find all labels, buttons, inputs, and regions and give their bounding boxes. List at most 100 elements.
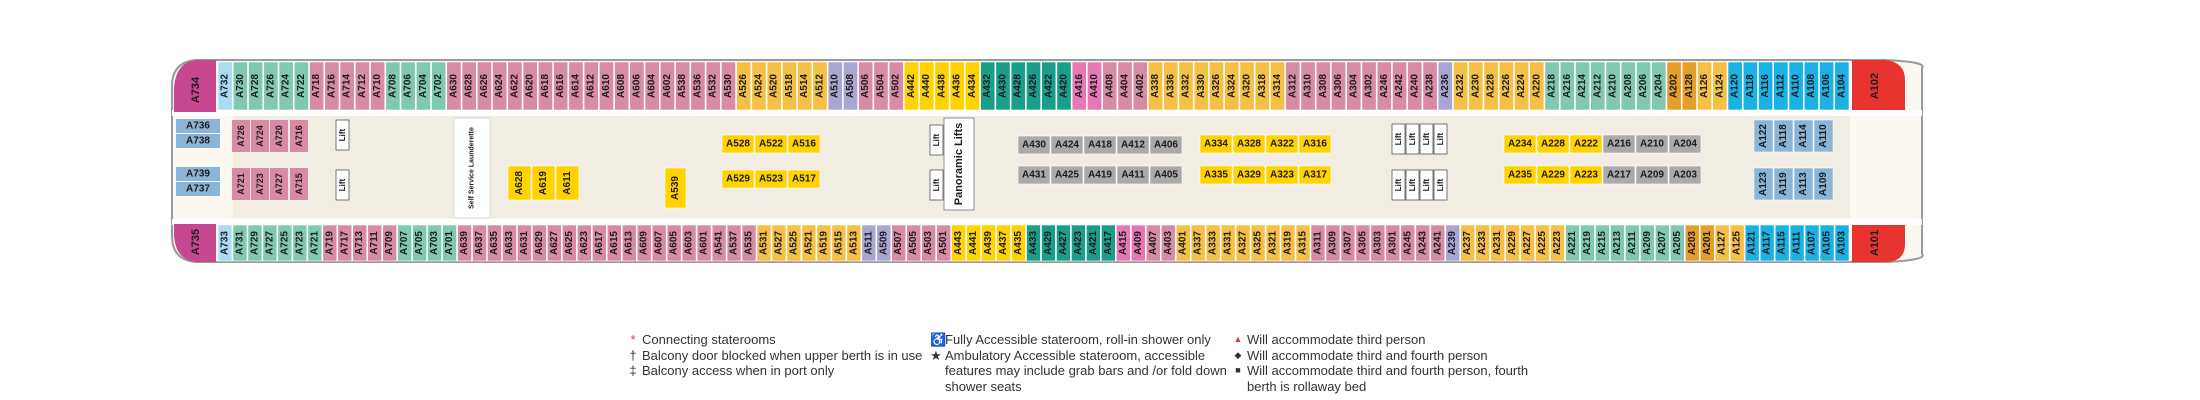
stateroom bbox=[412, 224, 427, 262]
stateroom bbox=[664, 167, 687, 209]
stateroom-label: A712 bbox=[357, 74, 368, 98]
lift bbox=[1405, 123, 1420, 155]
stateroom bbox=[787, 169, 821, 189]
connecting-icon: * bbox=[630, 332, 636, 347]
stateroom-label: A703 bbox=[429, 231, 440, 255]
stateroom bbox=[457, 224, 472, 262]
stateroom bbox=[352, 224, 368, 262]
stateroom bbox=[1793, 119, 1814, 153]
stateroom-label: A724 bbox=[281, 74, 292, 98]
stateroom-label: A107 bbox=[1807, 231, 1818, 255]
stateroom bbox=[651, 224, 667, 262]
stateroom-label: A525 bbox=[788, 231, 799, 255]
stateroom-label: A614 bbox=[570, 74, 581, 98]
stateroom bbox=[1714, 224, 1730, 262]
stateroom-label: A536 bbox=[692, 74, 703, 98]
stateroom bbox=[1224, 61, 1240, 111]
stateroom-label: A203 bbox=[1673, 170, 1697, 181]
stateroom bbox=[1116, 165, 1150, 185]
lift bbox=[929, 124, 944, 156]
legend-text: Will accommodate third person bbox=[1247, 332, 1426, 347]
stateroom-label: A410 bbox=[1089, 74, 1100, 98]
stateroom bbox=[1635, 134, 1669, 154]
stateroom-label: A503 bbox=[923, 231, 934, 255]
stateroom bbox=[1685, 224, 1700, 262]
stateroom bbox=[532, 224, 547, 262]
legend-text: shower seats bbox=[945, 378, 1022, 394]
stateroom-label: A304 bbox=[1348, 74, 1359, 98]
stateroom-label: A243 bbox=[1417, 231, 1428, 255]
stateroom bbox=[1529, 61, 1545, 111]
legend-col-2: ♿Fully Accessible stateroom, roll-in sho… bbox=[930, 332, 1227, 394]
legend-item: *Connecting staterooms bbox=[627, 332, 922, 348]
stateroom-label: A117 bbox=[1762, 231, 1773, 255]
stateroom bbox=[1235, 224, 1251, 262]
stateroom bbox=[1503, 165, 1537, 185]
stateroom bbox=[502, 224, 517, 262]
stateroom bbox=[606, 224, 622, 262]
stateroom bbox=[217, 224, 233, 262]
stateroom bbox=[980, 61, 996, 111]
stateroom bbox=[292, 224, 308, 262]
stateroom-label: A319 bbox=[1283, 231, 1294, 255]
lift-label: Lift bbox=[1394, 178, 1403, 191]
stateroom bbox=[1610, 224, 1625, 262]
stateroom-label: A238 bbox=[1425, 74, 1436, 98]
stateroom bbox=[176, 167, 220, 181]
stateroom bbox=[711, 224, 727, 262]
stateroom-label: A729 bbox=[249, 231, 260, 255]
stateroom bbox=[1131, 224, 1146, 262]
dagger-icon: † bbox=[629, 347, 637, 363]
stateroom bbox=[1056, 61, 1072, 111]
lift-label: Lift bbox=[1422, 178, 1431, 191]
stateroom-label: A505 bbox=[908, 231, 919, 255]
stateroom-label: A419 bbox=[1088, 170, 1112, 181]
stateroom-label: A411 bbox=[1121, 170, 1145, 181]
stateroom-label: A637 bbox=[474, 231, 485, 255]
stateroom bbox=[1232, 134, 1266, 154]
stateroom-label: A521 bbox=[803, 231, 814, 255]
stateroom bbox=[1803, 61, 1819, 111]
stateroom bbox=[1668, 165, 1702, 185]
stateroom bbox=[176, 134, 220, 148]
stateroom-label: A237 bbox=[1462, 231, 1473, 255]
stateroom-label: A427 bbox=[1058, 231, 1069, 255]
stateroom-label: A713 bbox=[354, 231, 365, 255]
launderette-label: Self Service Launderette bbox=[469, 127, 476, 209]
stateroom-label: A516 bbox=[792, 139, 816, 150]
stateroom-label: A204 bbox=[1653, 74, 1664, 98]
stateroom bbox=[1199, 134, 1233, 154]
stateroom bbox=[1116, 135, 1150, 155]
stateroom bbox=[555, 165, 580, 201]
stateroom-label: A108 bbox=[1806, 74, 1817, 98]
stateroom-label: A307 bbox=[1342, 231, 1353, 255]
stateroom-label: A333 bbox=[1208, 231, 1219, 255]
stateroom-label: A310 bbox=[1303, 74, 1314, 98]
stateroom bbox=[270, 168, 288, 200]
stateroom bbox=[370, 61, 386, 111]
stateroom-label: A617 bbox=[594, 231, 605, 255]
stateroom bbox=[721, 169, 755, 189]
stateroom-label: A443 bbox=[953, 231, 964, 255]
stateroom-label: A610 bbox=[601, 74, 612, 98]
stateroom bbox=[1102, 61, 1118, 111]
stateroom bbox=[1503, 134, 1537, 154]
stateroom-label: A726 bbox=[236, 125, 246, 147]
corridor bbox=[172, 110, 1922, 116]
stateroom-label: A436 bbox=[952, 74, 963, 98]
stateroom bbox=[382, 224, 397, 262]
stateroom bbox=[690, 61, 706, 111]
lift bbox=[1419, 123, 1434, 155]
stateroom bbox=[966, 224, 981, 262]
stateroom-label: A426 bbox=[1028, 74, 1039, 98]
legend-text: Balcony door blocked when upper berth is… bbox=[642, 347, 923, 363]
stateroom-label: A232 bbox=[1455, 74, 1466, 98]
stateroom bbox=[461, 61, 477, 111]
stateroom bbox=[621, 224, 637, 262]
lift-label: Lift bbox=[1408, 178, 1417, 191]
stateroom bbox=[232, 168, 250, 200]
stateroom bbox=[553, 61, 569, 111]
stateroom-label: A309 bbox=[1327, 231, 1338, 255]
stateroom-label: A723 bbox=[255, 173, 265, 195]
stateroom bbox=[1804, 224, 1820, 262]
